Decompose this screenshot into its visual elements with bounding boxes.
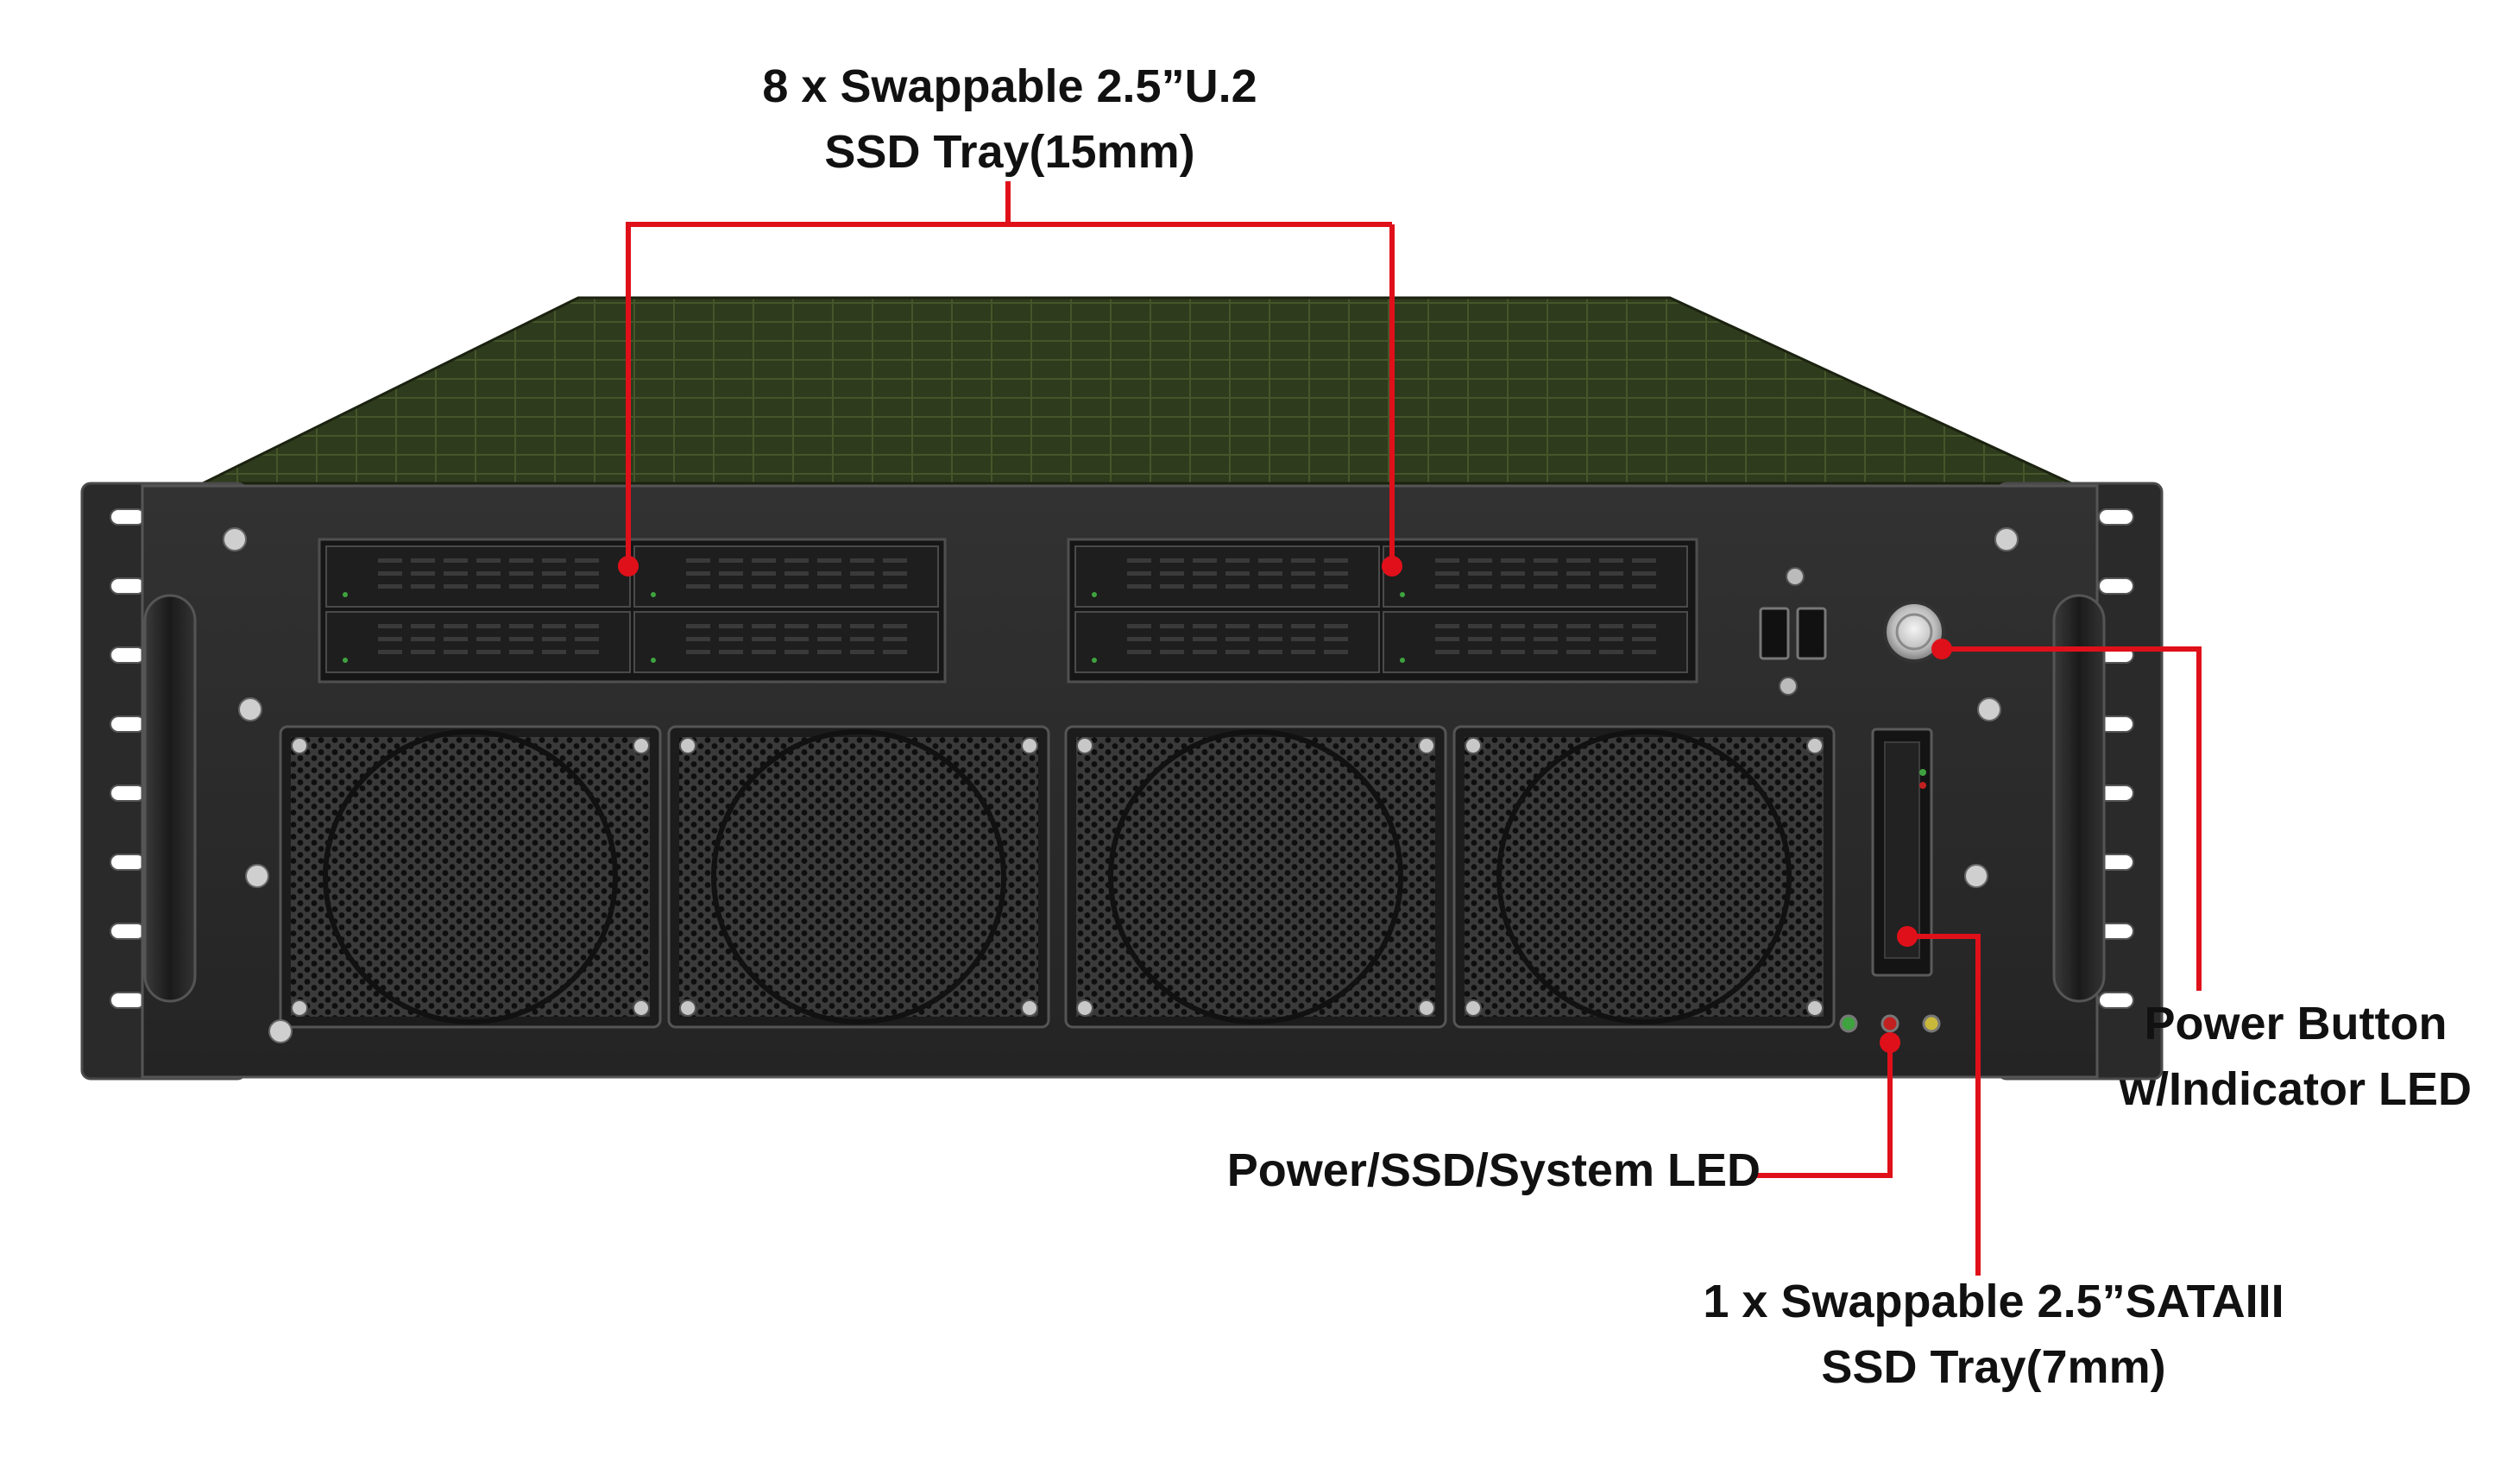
panel-screw bbox=[1977, 697, 2001, 722]
rack-ear-hole bbox=[110, 715, 146, 733]
panel-screw bbox=[238, 697, 262, 722]
u2-ssd-tray[interactable] bbox=[1383, 545, 1688, 608]
power-button bbox=[1883, 601, 1945, 663]
callout-label-power-line2: w/Indicator LED bbox=[2119, 1063, 2473, 1115]
callout-label-status-led: Power/SSD/System LED bbox=[1122, 1137, 1761, 1203]
callout-line-sata bbox=[1907, 934, 1981, 1276]
power-led bbox=[1839, 1014, 1858, 1033]
callout-dot-sata bbox=[1897, 926, 1918, 947]
u2-ssd-tray[interactable] bbox=[325, 611, 631, 673]
panel-screw bbox=[223, 527, 247, 551]
rack-ear-hole bbox=[110, 785, 146, 802]
fan-grille bbox=[279, 725, 662, 1029]
callout-dot-power bbox=[1931, 639, 1952, 659]
front-panel-screws bbox=[223, 527, 2019, 1043]
rack-ear-hole bbox=[2098, 577, 2134, 595]
rack-ear-hole bbox=[110, 646, 146, 664]
rack-ear-hole bbox=[2098, 992, 2134, 1009]
power-button-led-ring bbox=[1895, 613, 1933, 651]
callout-label-sata-line2: SSD Tray(7mm) bbox=[1821, 1341, 2166, 1393]
rack-ear-hole bbox=[110, 577, 146, 595]
fan-grilles bbox=[279, 725, 1836, 1029]
usb-port-2 bbox=[1796, 607, 1827, 660]
fan-grille bbox=[667, 725, 1050, 1029]
callout-line-u2 bbox=[626, 181, 1011, 566]
callout-label-u2-line1: 8 x Swappable 2.5”U.2 bbox=[762, 60, 1257, 112]
callout-dot-u2-left bbox=[618, 556, 639, 577]
callout-lines bbox=[626, 181, 2202, 1276]
callout-label-sata-tray: 1 x Swappable 2.5”SATAIII SSD Tray(7mm) bbox=[1622, 1269, 2365, 1400]
panel-screw bbox=[245, 864, 269, 888]
callout-line-led bbox=[1756, 1043, 1893, 1178]
callout-label-sata-line1: 1 x Swappable 2.5”SATAIII bbox=[1703, 1276, 2284, 1327]
callout-label-u2-trays: 8 x Swappable 2.5”U.2 SSD Tray(15mm) bbox=[690, 54, 1329, 185]
rack-ear-hole bbox=[110, 854, 146, 871]
callout-dot-u2-right bbox=[1382, 556, 1402, 577]
callout-label-u2-line2: SSD Tray(15mm) bbox=[824, 126, 1195, 178]
panel-screw bbox=[268, 1019, 293, 1043]
system-led bbox=[1922, 1014, 1941, 1033]
u2-ssd-tray[interactable] bbox=[633, 545, 939, 608]
id-button bbox=[1779, 677, 1798, 696]
fan-grille bbox=[1452, 725, 1836, 1029]
panel-screw bbox=[1994, 527, 2019, 551]
u2-ssd-tray[interactable] bbox=[633, 611, 939, 673]
usb-port-1 bbox=[1759, 607, 1790, 660]
rack-ear-hole bbox=[110, 992, 146, 1009]
rack-ear-hole bbox=[110, 923, 146, 940]
u2-ssd-tray[interactable] bbox=[325, 545, 631, 608]
reset-button bbox=[1786, 567, 1805, 586]
callout-label-power-button: Power Button w/Indicator LED bbox=[2054, 991, 2520, 1122]
callout-line-power bbox=[1942, 646, 2202, 991]
u2-ssd-tray[interactable] bbox=[1383, 611, 1688, 673]
rack-ear-hole bbox=[110, 508, 146, 526]
callout-label-power-line1: Power Button bbox=[2144, 998, 2448, 1049]
callout-dot-led bbox=[1880, 1032, 1900, 1053]
handle-left bbox=[143, 594, 197, 1003]
ssd-led bbox=[1881, 1014, 1899, 1033]
callout-dots bbox=[618, 556, 1952, 1053]
fan-grille bbox=[1064, 725, 1447, 1029]
u2-ssd-tray[interactable] bbox=[1074, 611, 1380, 673]
u2-ssd-trays bbox=[325, 545, 1688, 673]
u2-ssd-tray[interactable] bbox=[1074, 545, 1380, 608]
rack-ear-hole bbox=[2098, 508, 2134, 526]
panel-screw bbox=[1964, 864, 1988, 888]
callout-label-led-line1: Power/SSD/System LED bbox=[1226, 1144, 1761, 1196]
handle-right bbox=[2052, 594, 2106, 1003]
chassis-top bbox=[202, 296, 2072, 485]
